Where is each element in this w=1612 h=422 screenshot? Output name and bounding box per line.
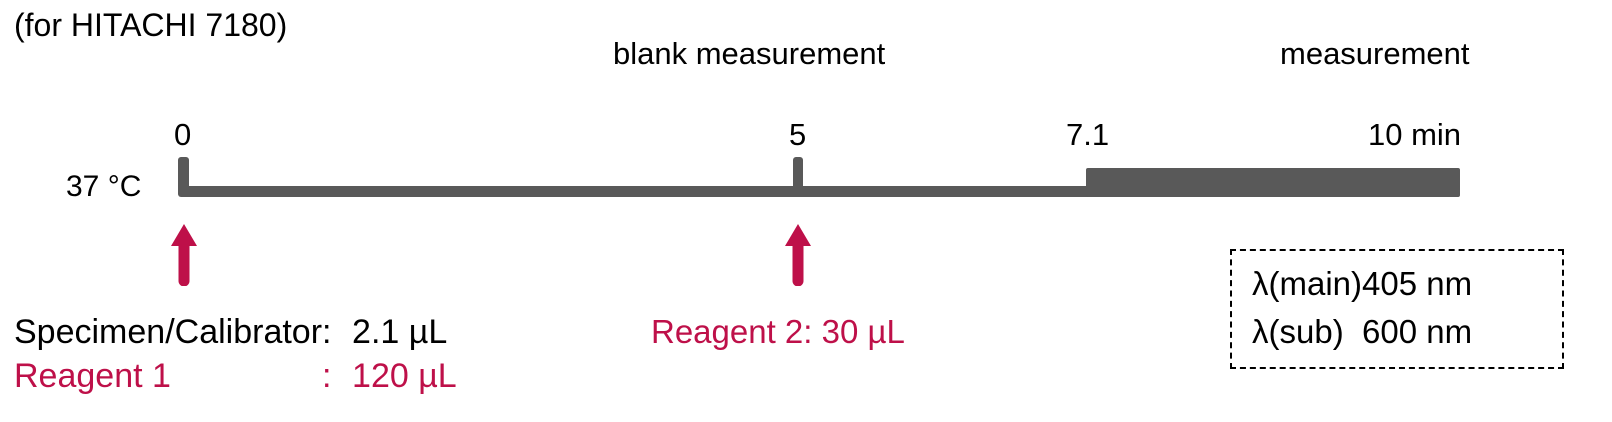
wavelength-box: λ(main) 405 nm λ(sub) 600 nm: [1230, 249, 1564, 369]
tick-label-10-min: 10 min: [1368, 117, 1462, 152]
addition-name-specimen-calibrator: Specimen/Calibrator: [14, 313, 323, 351]
addition-arrow-t5: [785, 224, 811, 287]
addition-name-reagent-1: Reagent 1: [14, 357, 171, 395]
table-row: λ(sub) 600 nm: [1252, 308, 1472, 356]
addition-volume-reagent-1: 120 µL: [352, 357, 457, 395]
wavelength-value-main: 405 nm: [1362, 265, 1473, 302]
additions-table: Specimen/Calibrator : 2.1 µL Reagent 1 :…: [14, 310, 457, 398]
addition-volume-specimen-calibrator: 2.1 µL: [352, 313, 448, 351]
tick-label-0: 0: [174, 117, 192, 152]
instrument-note: (for HITACHI 7180): [14, 7, 288, 43]
reagent-2-caption: Reagent 2: 30 µL: [651, 313, 905, 350]
tick-mark-0: [178, 157, 189, 190]
tick-mark-5: [793, 157, 803, 190]
table-row: λ(main) 405 nm: [1252, 260, 1472, 308]
table-row: Reagent 1 : 120 µL: [14, 354, 457, 398]
addition-arrow-t0: [171, 224, 197, 287]
phase-label-measurement: measurement: [1280, 36, 1470, 71]
wavelength-value-sub: 600 nm: [1362, 313, 1473, 350]
wavelength-table: λ(main) 405 nm λ(sub) 600 nm: [1252, 260, 1472, 356]
wavelength-key-main: λ(main): [1252, 265, 1363, 302]
tick-label-7-1: 7.1: [1066, 117, 1110, 152]
wavelength-key-sub: λ(sub): [1252, 313, 1344, 350]
phase-label-blank-measurement: blank measurement: [613, 36, 886, 71]
measurement-window-bar: [1086, 168, 1460, 197]
addition-colon-reagent-1: :: [322, 357, 332, 395]
table-row: Specimen/Calibrator : 2.1 µL: [14, 310, 457, 354]
temperature-label: 37 °C: [66, 170, 142, 203]
timeline-axis: [178, 186, 1460, 197]
tick-label-5: 5: [789, 117, 807, 152]
addition-colon-specimen-calibrator: :: [322, 313, 332, 351]
